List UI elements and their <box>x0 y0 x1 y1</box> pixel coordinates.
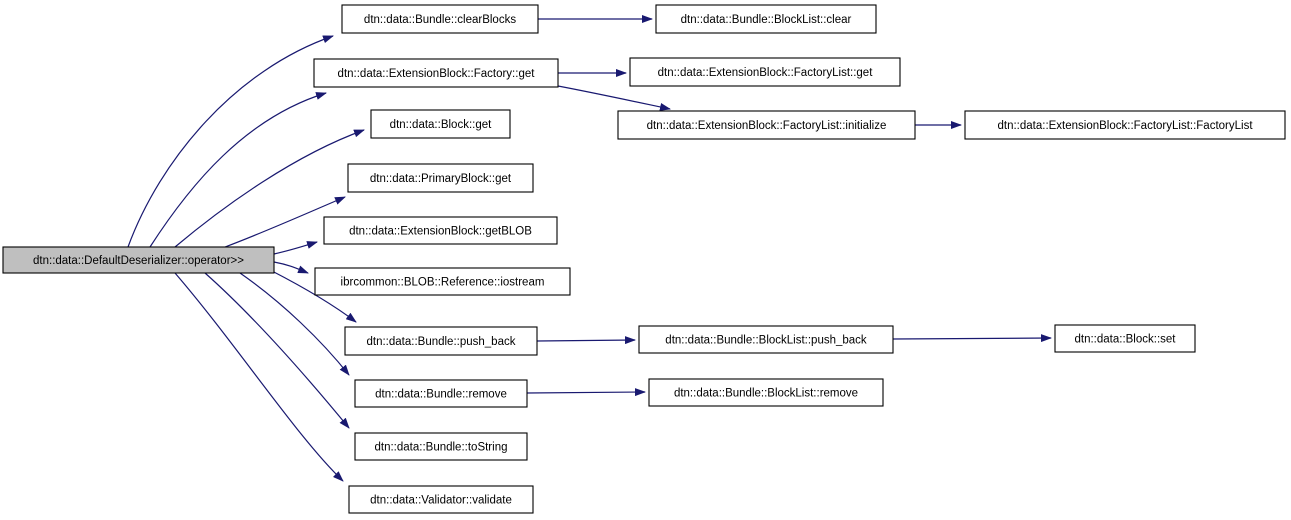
node-label: dtn::data::Validator::validate <box>370 495 512 507</box>
node-bundle-blocklist-clear[interactable]: dtn::data::Bundle::BlockList::clear <box>655 4 877 34</box>
node-bundle-blocklist-remove[interactable]: dtn::data::Bundle::BlockList::remove <box>648 378 884 407</box>
node-label: dtn::data::Block::set <box>1074 334 1176 346</box>
node-label: dtn::data::Bundle::remove <box>375 389 507 401</box>
node-label: dtn::data::ExtensionBlock::FactoryList::… <box>658 67 874 79</box>
node-factorylist-initialize[interactable]: dtn::data::ExtensionBlock::FactoryList::… <box>617 110 916 140</box>
node-box <box>1054 324 1196 353</box>
node-box <box>344 326 538 356</box>
node-label: dtn::data::Bundle::BlockList::push_back <box>665 335 867 347</box>
node-box <box>370 109 511 139</box>
edge-default-deserializer-operator-to-block-get <box>174 129 365 248</box>
node-label: dtn::data::Block::get <box>390 119 492 131</box>
edge-default-deserializer-operator-to-primaryblock-get <box>224 196 346 248</box>
node-label: dtn::data::ExtensionBlock::Factory::get <box>338 68 536 80</box>
node-label: dtn::data::Bundle::clearBlocks <box>364 14 516 26</box>
node-factorylist-get[interactable]: dtn::data::ExtensionBlock::FactoryList::… <box>629 57 901 87</box>
edge-bundle-blocklist-push-back-to-block-set <box>892 334 1052 343</box>
node-block-get[interactable]: dtn::data::Block::get <box>370 109 511 139</box>
edge-default-deserializer-operator-to-blob-reference-iostream <box>273 261 309 274</box>
node-box <box>323 216 558 245</box>
node-box <box>638 325 894 354</box>
node-box <box>341 4 539 34</box>
edge-extensionblock-factory-get-to-factorylist-initialize <box>557 85 671 111</box>
node-block-set[interactable]: dtn::data::Block::set <box>1054 324 1196 353</box>
edge-default-deserializer-operator-to-bundle-remove <box>239 272 350 376</box>
node-box <box>2 246 275 274</box>
node-box <box>648 378 884 407</box>
node-label: dtn::data::ExtensionBlock::FactoryList::… <box>997 120 1253 132</box>
node-label: dtn::data::ExtensionBlock::FactoryList::… <box>647 120 887 132</box>
edge-default-deserializer-operator-to-extensionblock-getblob <box>273 241 318 255</box>
edge-default-deserializer-operator-to-extensionblock-factory-get <box>149 92 327 248</box>
node-box <box>348 485 534 514</box>
edge-default-deserializer-operator-to-bundle-tostring <box>204 272 350 429</box>
node-label: dtn::data::DefaultDeserializer::operator… <box>33 255 244 267</box>
edge-default-deserializer-operator-to-bundle-clearblocks <box>127 35 334 248</box>
node-bundle-blocklist-push-back[interactable]: dtn::data::Bundle::BlockList::push_back <box>638 325 894 354</box>
node-label: dtn::data::ExtensionBlock::getBLOB <box>349 226 532 238</box>
edge-bundle-remove-to-bundle-blocklist-remove <box>526 388 646 397</box>
node-bundle-remove[interactable]: dtn::data::Bundle::remove <box>354 379 528 408</box>
node-label: ibrcommon::BLOB::Reference::iostream <box>341 277 545 289</box>
node-primaryblock-get[interactable]: dtn::data::PrimaryBlock::get <box>347 163 534 193</box>
node-bundle-tostring[interactable]: dtn::data::Bundle::toString <box>354 432 528 461</box>
edge-bundle-push-back-to-bundle-blocklist-push-back <box>536 336 636 345</box>
node-box <box>313 58 559 88</box>
node-box <box>964 110 1286 140</box>
node-box <box>354 379 528 408</box>
node-label: dtn::data::Bundle::push_back <box>367 336 516 348</box>
node-default-deserializer-operator[interactable]: dtn::data::DefaultDeserializer::operator… <box>2 246 275 274</box>
edge-default-deserializer-operator-to-validator-validate <box>174 272 344 482</box>
node-extensionblock-factory-get[interactable]: dtn::data::ExtensionBlock::Factory::get <box>313 58 559 88</box>
edges-layer <box>127 15 1052 482</box>
node-box <box>617 110 916 140</box>
node-label: dtn::data::Bundle::toString <box>375 442 508 454</box>
node-box <box>347 163 534 193</box>
node-label: dtn::data::PrimaryBlock::get <box>370 173 512 185</box>
node-bundle-clearblocks[interactable]: dtn::data::Bundle::clearBlocks <box>341 4 539 34</box>
node-validator-validate[interactable]: dtn::data::Validator::validate <box>348 485 534 514</box>
node-box <box>655 4 877 34</box>
node-box <box>354 432 528 461</box>
node-extensionblock-getblob[interactable]: dtn::data::ExtensionBlock::getBLOB <box>323 216 558 245</box>
node-blob-reference-iostream[interactable]: ibrcommon::BLOB::Reference::iostream <box>314 267 571 296</box>
node-label: dtn::data::Bundle::BlockList::remove <box>674 388 858 400</box>
node-factorylist-factorylist[interactable]: dtn::data::ExtensionBlock::FactoryList::… <box>964 110 1286 140</box>
node-bundle-push-back[interactable]: dtn::data::Bundle::push_back <box>344 326 538 356</box>
node-label: dtn::data::Bundle::BlockList::clear <box>681 14 852 26</box>
node-box <box>629 57 901 87</box>
node-box <box>314 267 571 296</box>
nodes-layer: dtn::data::DefaultDeserializer::operator… <box>2 4 1286 514</box>
